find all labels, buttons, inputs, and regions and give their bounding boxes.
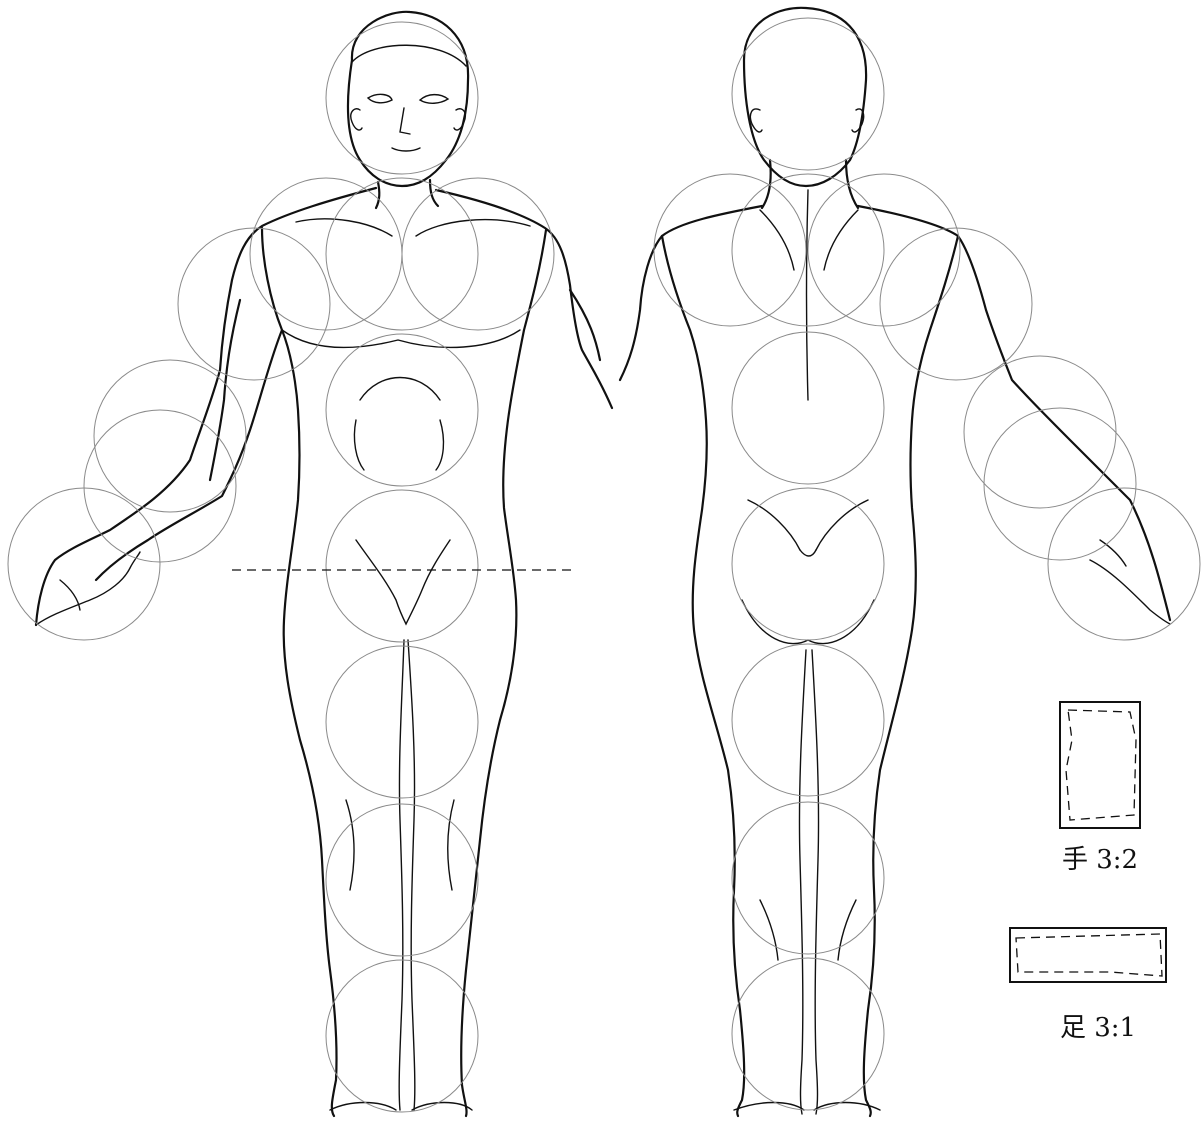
hand-ratio-box: [1060, 702, 1140, 828]
foot-ratio-label: 足 3:1: [1060, 1013, 1136, 1043]
foot-ratio-box: [1010, 928, 1166, 982]
front-figure: [8, 12, 612, 1116]
hand-ratio-label: 手 3:2: [1062, 845, 1138, 875]
back-figure: [620, 8, 1200, 1116]
